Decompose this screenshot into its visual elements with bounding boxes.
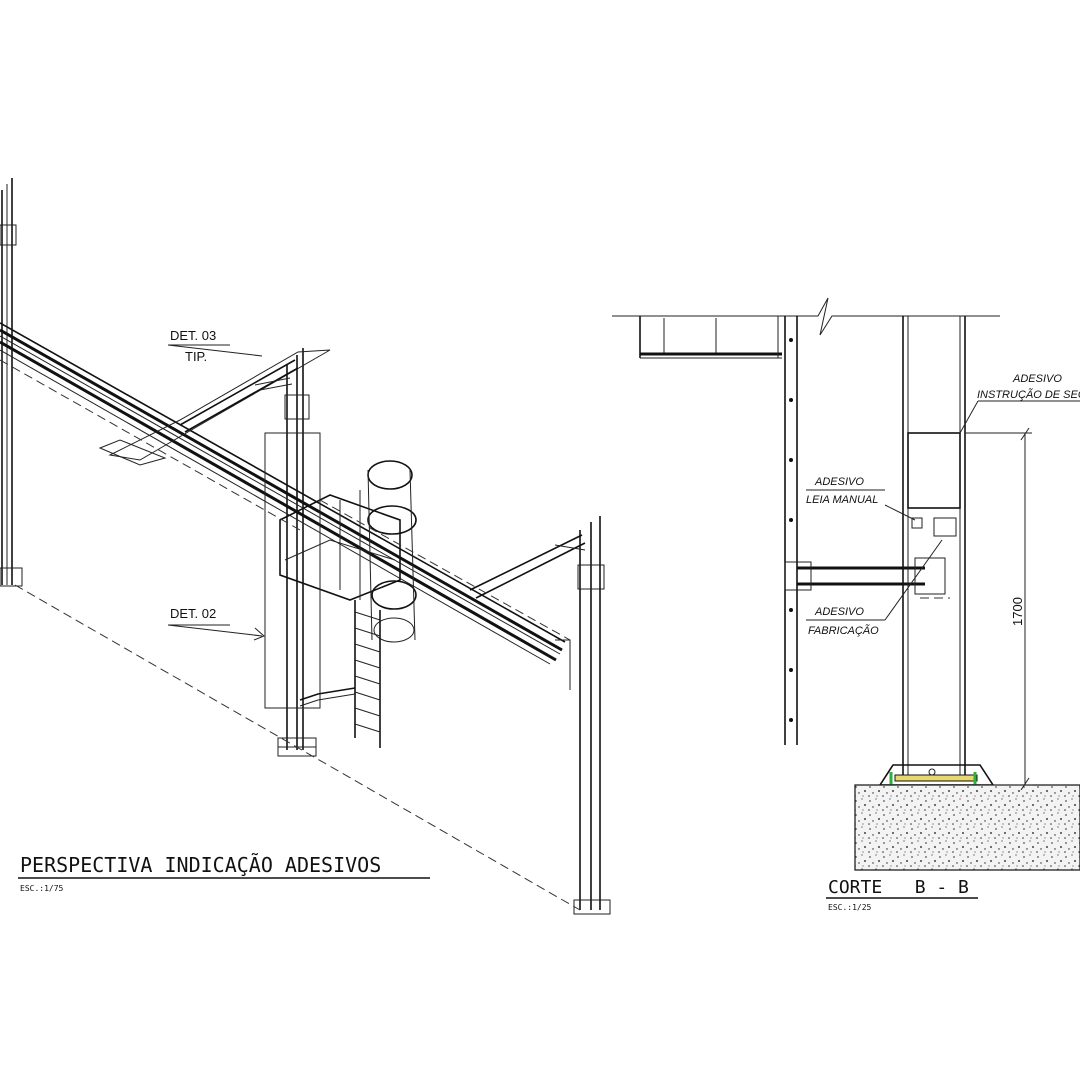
tray-section [639, 316, 782, 359]
label-instrucao-line1: ADESIVO [1012, 373, 1062, 385]
break-line [612, 297, 1000, 336]
cable-tray [0, 322, 566, 665]
platform-cage [279, 460, 417, 643]
left-column [0, 178, 23, 587]
det02-label: DET. 02 [170, 606, 216, 621]
right-arm [469, 534, 586, 599]
sticker-leia-manual [911, 517, 923, 529]
tip-label: TIP. [185, 349, 207, 364]
sticker-instrucao [907, 432, 961, 509]
detail-outlines [0, 359, 581, 911]
main-column [902, 316, 966, 775]
perspective-title: PERSPECTIVA INDICAÇÃO ADESIVOS [20, 853, 381, 877]
det02-leader [167, 624, 263, 637]
section-scale: ESC.:1/25 [828, 903, 872, 912]
perspective-view: DET. 03 TIP. DET. 02 PERSPECTIVA INDICAÇ… [0, 178, 611, 915]
label-leia-line1: ADESIVO [814, 476, 864, 488]
det03-label: DET. 03 [170, 328, 216, 343]
label-leia-line2: LEIA MANUAL [806, 494, 878, 506]
det03-leader [167, 344, 263, 357]
leader-fab [884, 539, 943, 621]
right-column [573, 516, 611, 915]
leader-instrucao [959, 400, 979, 434]
sticker-fabricacao [933, 517, 957, 537]
ladder [299, 600, 381, 748]
perspective-scale: ESC.:1/75 [20, 884, 64, 893]
middle-column [277, 348, 317, 757]
upper-arm [108, 349, 331, 461]
perforated-post [784, 316, 798, 745]
label-instrucao-line2: INSTRUÇÃO DE SEG [977, 388, 1080, 401]
section-title: CORTE B - B [828, 877, 969, 898]
label-fab-line2: FABRICAÇÃO [808, 624, 879, 637]
concrete-foundation [854, 784, 1080, 871]
label-fab-line1: ADESIVO [814, 606, 864, 618]
dimension-label: 1700 [1010, 597, 1025, 626]
section-view: 1700 ADESIVO INSTRUÇÃO DE SEG ADESIVO LE… [612, 297, 1080, 912]
leader-leia [884, 504, 916, 521]
det02-leader-tip [253, 627, 265, 641]
dimension-1700 [965, 427, 1032, 791]
